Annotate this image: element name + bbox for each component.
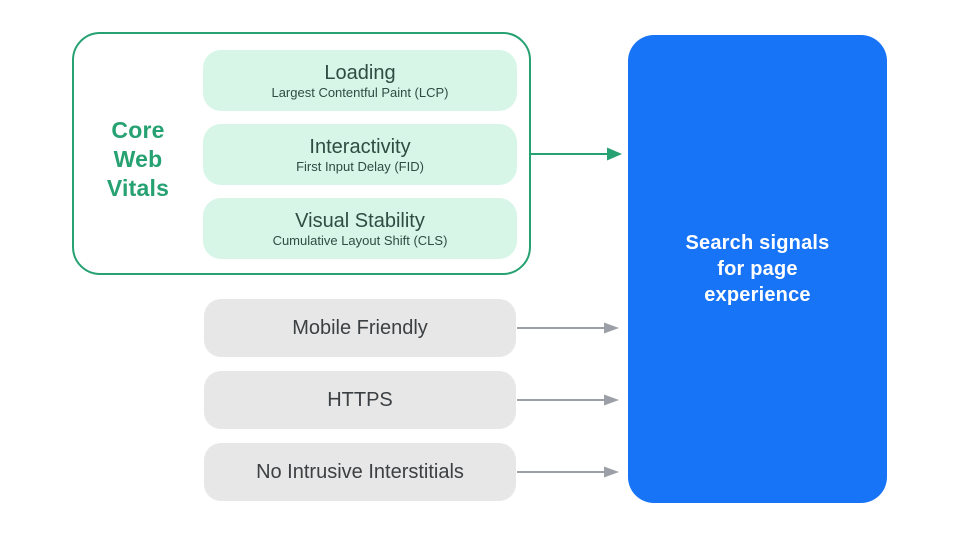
signal-label: Mobile Friendly <box>292 316 428 339</box>
core-web-vitals-label-line: Core <box>111 117 165 143</box>
signal-label: HTTPS <box>327 388 393 411</box>
core-web-vitals-label-line: Web <box>113 146 163 172</box>
signal-label: No Intrusive Interstitials <box>256 460 464 483</box>
vital-subtitle: Largest Contentful Paint (LCP) <box>271 84 449 100</box>
no-intrusive-interstitials-arrow <box>517 466 619 478</box>
vital-card-visual-stability: Visual Stability Cumulative Layout Shift… <box>203 198 517 259</box>
signal-card-no-intrusive-interstitials: No Intrusive Interstitials <box>204 443 516 501</box>
search-signals-box: Search signals for page experience <box>628 35 887 503</box>
vital-card-loading: Loading Largest Contentful Paint (LCP) <box>203 50 517 111</box>
search-signals-label-line: for page <box>717 258 798 280</box>
vital-title: Loading <box>324 61 396 84</box>
signal-card-https: HTTPS <box>204 371 516 429</box>
vital-subtitle: First Input Delay (FID) <box>296 158 424 174</box>
signal-card-mobile-friendly: Mobile Friendly <box>204 299 516 357</box>
vital-title: Visual Stability <box>295 209 425 232</box>
search-signals-label-line: Search signals <box>685 232 830 254</box>
vital-subtitle: Cumulative Layout Shift (CLS) <box>272 232 448 248</box>
search-signals-label-line: experience <box>704 284 811 306</box>
core-web-vitals-label: Core Web Vitals <box>72 116 204 203</box>
core-web-vitals-label-line: Vitals <box>106 175 170 201</box>
core-web-vitals-arrow <box>529 147 622 161</box>
search-signals-label: Search signals for page experience <box>686 230 830 308</box>
mobile-friendly-arrow <box>517 322 619 334</box>
vital-title: Interactivity <box>309 135 411 158</box>
https-arrow <box>517 394 619 406</box>
vital-card-interactivity: Interactivity First Input Delay (FID) <box>203 124 517 185</box>
